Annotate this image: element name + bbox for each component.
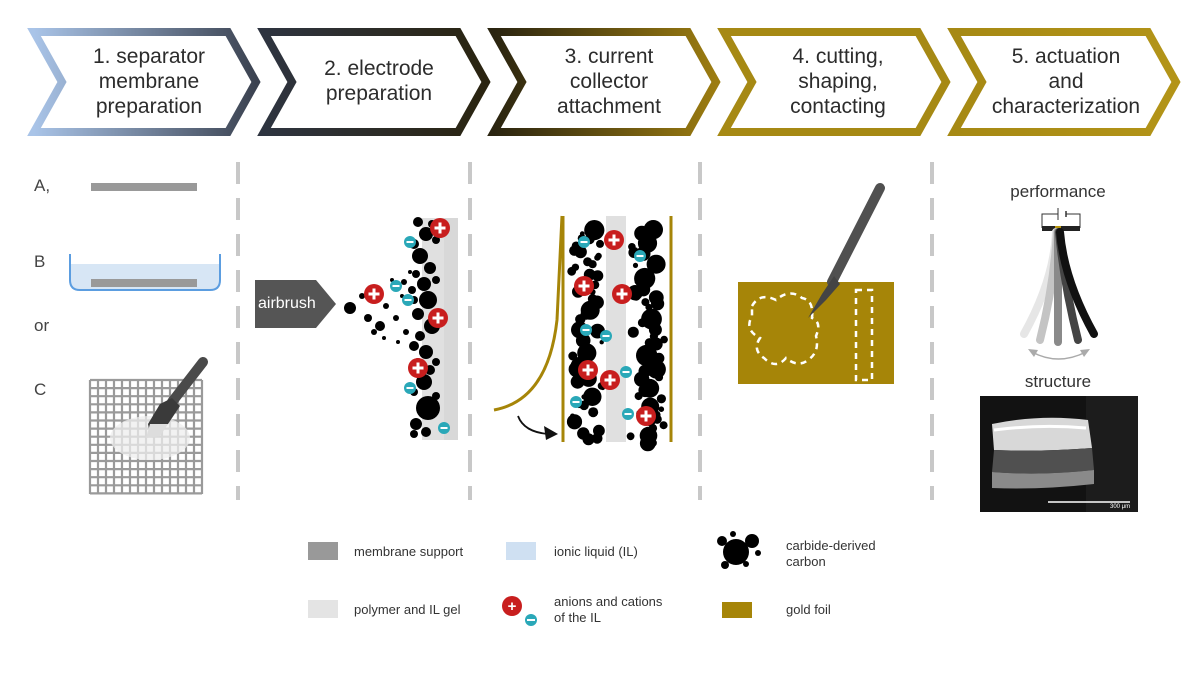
gold-foil-curve bbox=[493, 215, 564, 412]
anion-icon bbox=[438, 422, 450, 434]
bending-actuator-fan bbox=[1020, 228, 1098, 346]
step-4-title: 4. cutting, shaping, contacting bbox=[790, 45, 886, 118]
method-a-label: A, bbox=[34, 176, 51, 195]
legend-membrane-label: membrane support bbox=[354, 544, 464, 559]
sem-image bbox=[980, 396, 1138, 512]
anion-icon bbox=[622, 408, 634, 420]
column-separators bbox=[236, 162, 934, 500]
legend-carbon-label: carbide-derived carbon bbox=[786, 538, 876, 569]
step-1-title: 1. separator membrane preparation bbox=[92, 45, 206, 118]
method-or-label: or bbox=[34, 316, 50, 335]
legend-swatch-ionic-liquid bbox=[506, 542, 536, 560]
cation-icon bbox=[428, 308, 448, 328]
anion-icon bbox=[402, 294, 414, 306]
chevron-step-2 bbox=[257, 28, 491, 136]
battery-icon bbox=[1041, 208, 1081, 231]
double-arrow-icon bbox=[1028, 349, 1090, 360]
cation-icon bbox=[636, 406, 656, 426]
legend-swatch-gold bbox=[722, 602, 752, 618]
anion-icon bbox=[620, 366, 632, 378]
step-5-title: 5. actuation and characterization bbox=[991, 45, 1141, 118]
cation-icon bbox=[364, 284, 384, 304]
method-c-label: C bbox=[34, 380, 47, 399]
step-chevrons bbox=[27, 28, 1181, 136]
structure-label: structure bbox=[1024, 372, 1092, 391]
chevron-step-3 bbox=[487, 28, 721, 136]
electrode-layer bbox=[402, 217, 458, 440]
legend-swatch-membrane bbox=[308, 542, 338, 560]
cation-icon bbox=[578, 360, 598, 380]
paint-brush-icon bbox=[146, 357, 208, 438]
method-a-membrane bbox=[91, 183, 197, 191]
cation-icon bbox=[430, 218, 450, 238]
attach-arrow-icon bbox=[517, 415, 558, 440]
method-b-label: B bbox=[34, 252, 46, 271]
legend-gold-label: gold foil bbox=[786, 602, 831, 617]
chevron-step-1 bbox=[27, 28, 261, 136]
legend-swatch-ions: + bbox=[502, 596, 537, 626]
anion-icon bbox=[570, 396, 582, 408]
performance-label: performance bbox=[1010, 182, 1106, 201]
scalpel-icon bbox=[808, 183, 885, 318]
cation-icon bbox=[408, 358, 428, 378]
cation-icon bbox=[604, 230, 624, 250]
anion-icon bbox=[404, 236, 416, 248]
anion-icon bbox=[634, 250, 646, 262]
scale-bar-label: 300 μm bbox=[1110, 504, 1131, 510]
legend-ionic-liquid-label: ionic liquid (IL) bbox=[554, 544, 638, 559]
legend: + bbox=[308, 531, 761, 626]
svg-text:+: + bbox=[508, 598, 517, 615]
anion-icon bbox=[404, 382, 416, 394]
step-3-title: 3. current collector attachment bbox=[557, 45, 661, 118]
anion-icon bbox=[578, 236, 590, 248]
step-2-title: 2. electrode preparation bbox=[324, 57, 434, 105]
anion-icon bbox=[600, 330, 612, 342]
spray-particles bbox=[344, 270, 418, 344]
gold-sheet bbox=[738, 282, 894, 384]
airbrush-icon bbox=[255, 280, 336, 328]
cation-icon bbox=[574, 276, 594, 296]
legend-gel-label: polymer and IL gel bbox=[354, 602, 461, 617]
method-c-mesh bbox=[88, 357, 208, 495]
cation-icon bbox=[600, 370, 620, 390]
legend-ions-label: anions and cations of the IL bbox=[554, 594, 663, 625]
legend-swatch-gel bbox=[308, 600, 338, 618]
anion-icon bbox=[580, 324, 592, 336]
method-b-ionic-bath bbox=[69, 254, 221, 291]
actuator-laminate bbox=[560, 216, 673, 452]
anion-icon bbox=[390, 280, 402, 292]
airbrush-label: airbrush bbox=[258, 295, 316, 312]
chevron-step-4 bbox=[717, 28, 951, 136]
cation-icon bbox=[612, 284, 632, 304]
chevron-step-5 bbox=[947, 28, 1181, 136]
legend-swatch-carbon bbox=[717, 531, 761, 569]
